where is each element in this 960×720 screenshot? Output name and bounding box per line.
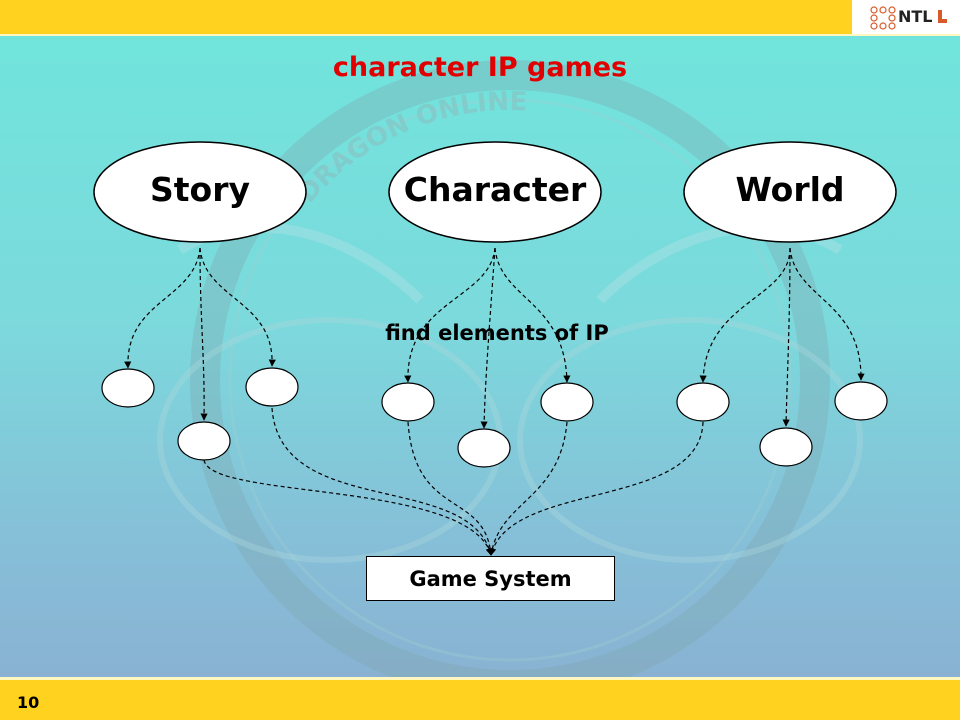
footer-bar <box>0 680 960 720</box>
world-node <box>683 141 897 243</box>
logo: NTL <box>852 0 960 34</box>
character-element-node <box>540 382 594 422</box>
story-label: Story <box>150 170 250 209</box>
character-branch-arrow <box>494 247 571 383</box>
game-system-box: Game System <box>366 556 615 601</box>
world-branch-arrow <box>782 247 791 427</box>
world-branch-arrow <box>699 247 791 383</box>
story-node <box>93 141 307 243</box>
story-element-node <box>245 367 299 407</box>
story-branch-arrow <box>199 247 276 367</box>
story-element-node <box>177 421 231 461</box>
to-game-system-arrow <box>489 421 704 556</box>
header-bar <box>0 0 960 34</box>
diagram-caption: find elements of IP <box>385 321 609 345</box>
character-label: Character <box>403 170 587 209</box>
world-element-node <box>759 427 813 467</box>
page-number: 10 <box>17 693 40 712</box>
world-element-node <box>834 381 888 421</box>
world-label: World <box>735 170 845 209</box>
world-element-node <box>676 382 730 422</box>
story-branch-arrow <box>124 247 201 369</box>
to-game-system-arrow <box>488 421 568 556</box>
character-branch-arrow <box>480 247 496 429</box>
character-element-node <box>457 428 511 468</box>
story-branch-arrow <box>199 247 208 421</box>
story-element-node <box>101 368 155 408</box>
ntl-logo-icon <box>870 6 896 30</box>
header-divider <box>0 34 960 36</box>
to-game-system-arrow <box>271 407 493 556</box>
logo-mark-icon <box>938 10 947 23</box>
logo-text: NTL <box>898 7 933 26</box>
to-game-system-arrow <box>407 421 494 556</box>
world-branch-arrow <box>789 247 865 381</box>
to-game-system-arrow <box>203 459 493 556</box>
footer-divider <box>0 677 960 680</box>
slide-title: character IP games <box>332 52 628 83</box>
character-element-node <box>381 382 435 422</box>
character-node <box>388 141 602 243</box>
character-branch-arrow <box>404 247 496 383</box>
